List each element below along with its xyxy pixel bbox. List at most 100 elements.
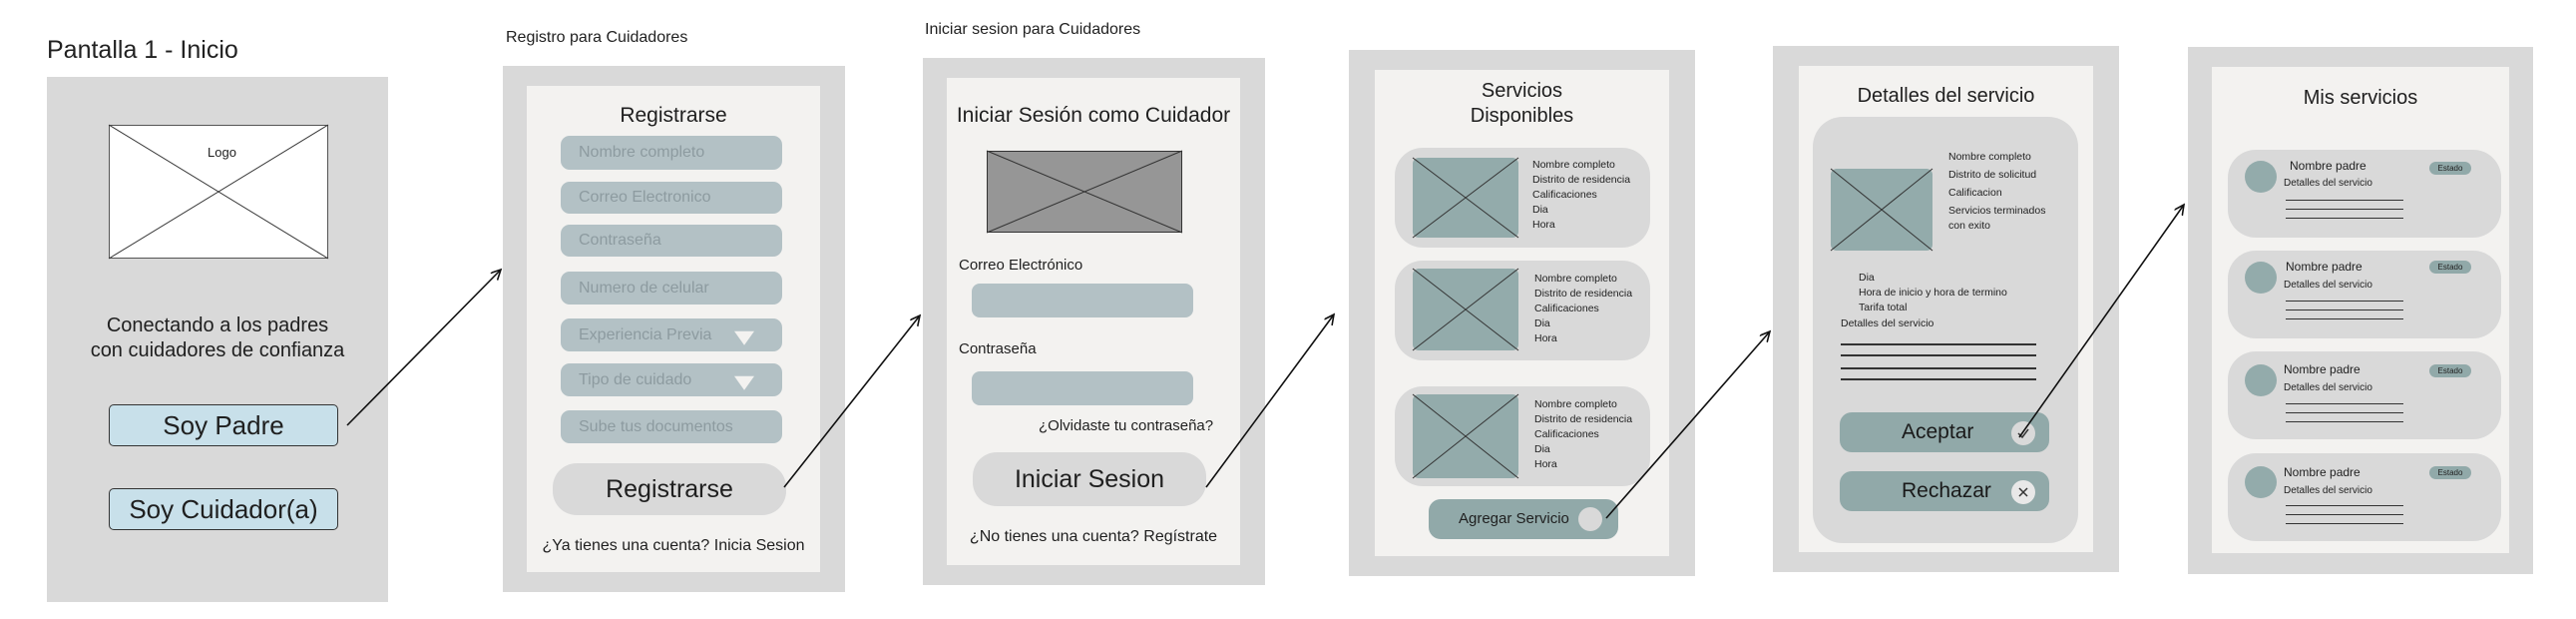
my-service-card[interactable]: Nombre padre Estado Detalles del servici… (2228, 251, 2501, 338)
text-line (2286, 200, 2403, 202)
card-line: Calificaciones (1534, 428, 1599, 440)
text-line (2286, 412, 2403, 414)
screen3-title: Iniciar sesion para Cuidadores (925, 21, 1141, 38)
text-line (1841, 354, 2036, 356)
logo-placeholder: Logo (108, 124, 329, 260)
mis-servicios-heading: Mis servicios (2303, 87, 2418, 109)
agregar-servicio-button[interactable]: Agregar Servicio (1429, 499, 1618, 539)
correo-field[interactable]: Correo Electronico (561, 182, 782, 214)
iniciar-sesion-button[interactable]: Iniciar Sesion (973, 452, 1206, 506)
card-line: Hora (1534, 332, 1557, 344)
screen5-inner: Detalles del servicio Nombre completo Di… (1799, 66, 2093, 552)
dropdown-triangle-icon (734, 330, 754, 345)
screen1-title: Pantalla 1 - Inicio (47, 36, 238, 64)
card-line: Distrito de residencia (1532, 174, 1631, 186)
card-line: Hora (1532, 219, 1555, 231)
text-line (1841, 367, 2036, 369)
image-cross-icon (1830, 168, 1933, 252)
schedule-line: Hora de inicio y hora de termino (1859, 287, 2007, 299)
card-line: Distrito de residencia (1534, 288, 1633, 300)
image-cross-icon (1412, 268, 1519, 351)
info-line: con exito (1948, 220, 1991, 232)
schedule-info: Dia Hora de inicio y hora de termino Tar… (1859, 271, 2007, 315)
parent-name: Nombre padre (2290, 159, 2366, 173)
rechazar-button[interactable]: Rechazar (1840, 471, 2049, 511)
screen2-inner: Registrarse Nombre completo Correo Elect… (527, 86, 820, 572)
details-label: Detalles del servicio (1841, 317, 1934, 329)
my-service-card[interactable]: Nombre padre Estado Detalles del servici… (2228, 150, 2501, 238)
field-placeholder: Sube tus documentos (579, 417, 733, 435)
screen3-inner: Iniciar Sesión como Cuidador Correo Elec… (947, 78, 1240, 565)
aceptar-button[interactable]: Aceptar (1840, 412, 2049, 452)
text-line (2286, 514, 2403, 516)
rechazar-label: Rechazar (1902, 479, 1991, 502)
login-link[interactable]: ¿Ya tienes una cuenta? Inicia Sesion (542, 537, 805, 554)
tipo-cuidado-select[interactable]: Tipo de cuidado (561, 363, 782, 396)
register-heading: Registrarse (620, 104, 727, 127)
close-icon (2011, 480, 2035, 504)
register-link[interactable]: ¿No tienes una cuenta? Regístrate (969, 528, 1218, 545)
password-input[interactable] (972, 371, 1193, 405)
field-placeholder: Tipo de cuidado (579, 370, 692, 388)
text-line (2286, 301, 2403, 303)
nombre-completo-field[interactable]: Nombre completo (561, 136, 782, 170)
service-details-label: Detalles del servicio (2284, 485, 2372, 496)
my-service-card[interactable]: Nombre padre Estado Detalles del servici… (2228, 453, 2501, 541)
field-placeholder: Nombre completo (579, 144, 705, 161)
image-placeholder (986, 150, 1183, 234)
schedule-line: Dia (1859, 272, 1875, 284)
forgot-password-link[interactable]: ¿Olvidaste tu contraseña? (1039, 417, 1214, 434)
parent-name: Nombre padre (2284, 362, 2361, 376)
screen2-title: Registro para Cuidadores (506, 29, 688, 46)
email-input[interactable] (972, 284, 1193, 317)
screen6-inner: Mis servicios Nombre padre Estado Detall… (2212, 67, 2509, 553)
avatar (2245, 262, 2277, 294)
service-card[interactable]: Nombre completo Distrito de residencia C… (1395, 386, 1650, 486)
numero-celular-field[interactable]: Numero de celular (561, 272, 782, 305)
card-line: Calificaciones (1534, 303, 1599, 314)
service-card[interactable]: Nombre completo Distrito de residencia C… (1395, 148, 1650, 248)
field-placeholder: Numero de celular (579, 279, 709, 297)
field-placeholder: Correo Electronico (579, 189, 711, 206)
service-details-label: Detalles del servicio (2284, 280, 2372, 291)
service-card[interactable]: Nombre completo Distrito de residencia C… (1395, 261, 1650, 360)
card-line: Dia (1534, 443, 1550, 455)
status-badge: Estado (2429, 162, 2471, 175)
registrarse-button[interactable]: Registrarse (553, 463, 786, 515)
login-heading: Iniciar Sesión como Cuidador (956, 104, 1231, 127)
text-line (2286, 523, 2403, 525)
parent-name: Nombre padre (2286, 260, 2362, 274)
experiencia-previa-select[interactable]: Experiencia Previa (561, 318, 782, 351)
status-badge: Estado (2429, 364, 2471, 377)
details-card: Nombre completo Distrito de solicitud Ca… (1813, 117, 2078, 543)
dropdown-triangle-icon (734, 375, 754, 390)
info-line: Calificacion (1948, 187, 2002, 199)
password-label: Contraseña (959, 340, 1037, 357)
card-line: Distrito de residencia (1534, 413, 1633, 425)
check-icon (2011, 421, 2035, 445)
soy-cuidador-button[interactable]: Soy Cuidador(a) (109, 488, 338, 530)
text-line (2286, 318, 2403, 320)
details-heading: Detalles del servicio (1857, 85, 2035, 107)
service-details-label: Detalles del servicio (2284, 178, 2372, 189)
sube-documentos-field[interactable]: Sube tus documentos (561, 410, 782, 443)
screen2-frame: Registrarse Nombre completo Correo Elect… (503, 66, 845, 592)
service-thumbnail (1412, 393, 1519, 479)
my-service-card[interactable]: Nombre padre Estado Detalles del servici… (2228, 351, 2501, 439)
card-info: Nombre completo Distrito de residencia C… (1532, 158, 1630, 233)
tagline-line-1: Conectando a los padres (106, 314, 329, 336)
contrasena-field[interactable]: Contraseña (561, 225, 782, 257)
logo-label: Logo (206, 145, 238, 160)
status-badge: Estado (2429, 466, 2471, 479)
service-thumbnail (1412, 268, 1519, 351)
service-info: Nombre completo Distrito de solicitud Ca… (1948, 150, 2045, 234)
info-line: Distrito de solicitud (1948, 169, 2037, 181)
service-details-label: Detalles del servicio (2284, 382, 2372, 393)
screen3-frame: Iniciar Sesión como Cuidador Correo Elec… (923, 58, 1265, 585)
text-line (1841, 378, 2036, 380)
status-badge: Estado (2429, 261, 2471, 274)
soy-padre-button[interactable]: Soy Padre (109, 404, 338, 446)
avatar (2245, 161, 2277, 193)
circle-icon (1578, 507, 1602, 531)
text-line (2286, 209, 2403, 211)
